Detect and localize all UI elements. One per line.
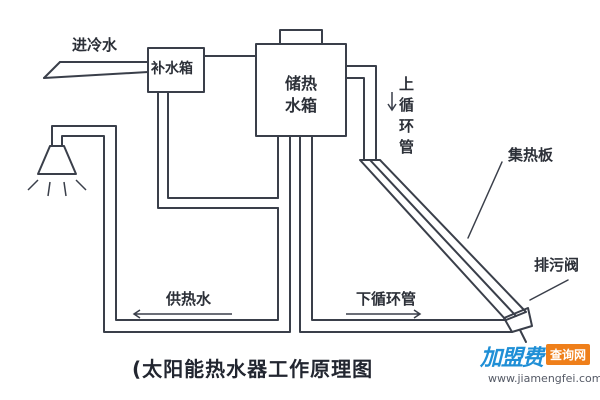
lower-circulation-pipe — [299, 135, 513, 333]
upper-circulation-pipe-label: 上循环管 — [397, 76, 415, 160]
watermark-tag: 查询网 — [546, 344, 591, 365]
collector-base — [503, 307, 533, 343]
cold-water-inlet-pipe — [43, 61, 149, 79]
shower-spray — [27, 179, 87, 197]
storage-tank-label-line1: 储热 — [285, 74, 318, 93]
hot-water-supply-label: 供热水 — [166, 290, 212, 308]
cold-water-in-label: 进冷水 — [72, 36, 118, 54]
storage-tank-label-line2: 水箱 — [285, 96, 318, 115]
makeup-tank-label: 补水箱 — [151, 61, 193, 77]
diagram-caption: (太阳能热水器工作原理图 — [132, 357, 374, 381]
makeup-tank-box — [147, 47, 205, 93]
collector-label-pointer — [467, 161, 503, 239]
watermark-url: www.jiamengfei.com — [488, 372, 600, 385]
hot-water-supply-pipe — [51, 125, 291, 333]
drain-valve-label: 排污阀 — [534, 256, 580, 274]
drain-label-pointer — [529, 279, 569, 301]
shower-head — [37, 145, 77, 175]
lower-circulation-arrow — [346, 309, 422, 319]
flow-arrows — [132, 92, 422, 319]
supply-flow-arrow — [132, 309, 232, 319]
makeup-down-pipe — [157, 91, 279, 209]
storage-tank-cap — [279, 29, 323, 45]
collector-panel-label: 集热板 — [508, 146, 554, 164]
upper-circulation-pipe — [345, 65, 377, 161]
lower-circulation-pipe-label: 下循环管 — [356, 290, 417, 308]
collector-panel-frame — [359, 159, 527, 321]
watermark-brand: 加盟费 — [480, 346, 544, 371]
upper-circulation-arrow — [387, 92, 397, 112]
site-watermark: 加盟费 查询网 www.jiamengfei.com — [476, 340, 600, 398]
